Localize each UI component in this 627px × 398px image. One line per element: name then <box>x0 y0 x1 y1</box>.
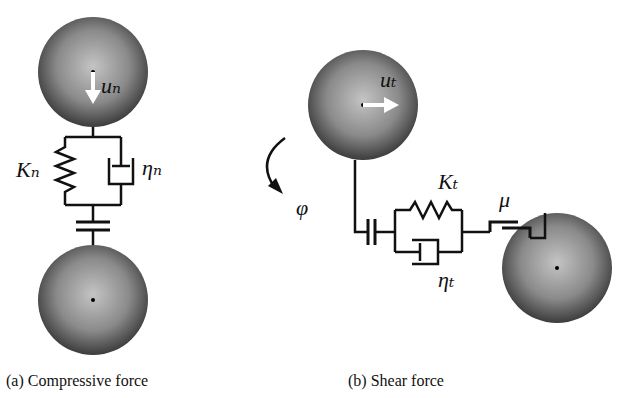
particle-sphere <box>38 17 148 127</box>
particle-sphere <box>38 245 148 355</box>
stiffness-symbol: Kₙ <box>16 158 40 182</box>
friction-symbol: μ <box>499 188 510 212</box>
dashpot-symbol <box>412 240 438 264</box>
dashpot-symbol <box>109 158 133 184</box>
damping-symbol: ηₙ <box>142 156 162 180</box>
stiffness-symbol: Kₜ <box>438 170 458 194</box>
particle-sphere <box>308 50 418 160</box>
spring-symbol <box>56 137 74 205</box>
spring-symbol <box>395 202 462 218</box>
displacement-arrow <box>85 90 101 104</box>
displacement-symbol: uₜ <box>380 68 396 92</box>
rotation-symbol: φ <box>296 196 308 220</box>
panel-caption: (a) Compressive force <box>6 372 148 390</box>
mechanical-elements <box>38 17 612 355</box>
displacement-symbol: uₙ <box>101 74 121 98</box>
particle-sphere <box>502 213 612 323</box>
panel-caption: (b) Shear force <box>348 372 444 390</box>
displacement-arrow <box>384 97 399 113</box>
damping-symbol: ηₜ <box>438 268 454 292</box>
markers <box>85 70 559 302</box>
